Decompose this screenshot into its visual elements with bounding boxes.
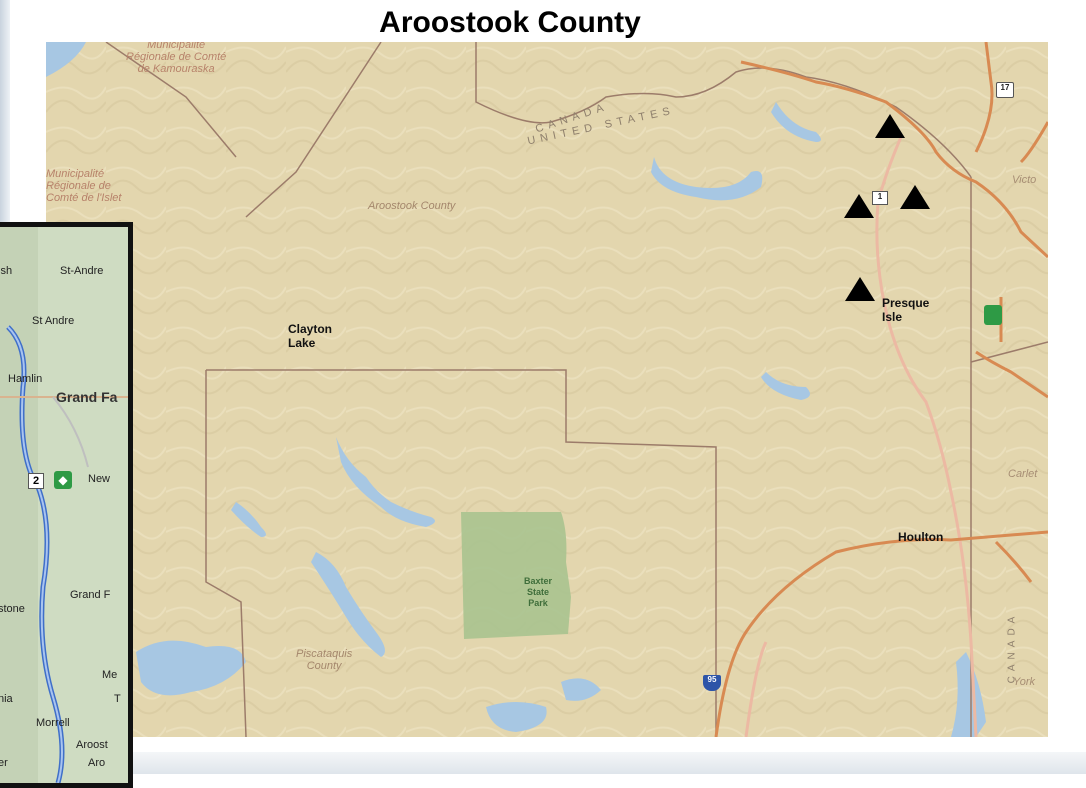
county-label-aroostook: Aroostook County <box>368 200 456 212</box>
city-label-presque-isle: Presque Isle <box>882 296 930 324</box>
slide-bottom-edge <box>0 752 1086 774</box>
inset-highway-shield: 2 <box>28 473 45 489</box>
inset-label: Aro <box>88 757 106 769</box>
inset-label: Grand F <box>70 589 111 601</box>
edge-label-carlet: Carlet <box>1008 468 1038 480</box>
inset-label: Grand Fa <box>56 389 118 405</box>
canada-highway-icon: ◆ <box>54 471 72 489</box>
county-map[interactable]: Municipalité Régionale de Comté de Kamou… <box>46 42 1048 737</box>
route-shield-95: 95 <box>703 675 721 691</box>
city-label-clayton-lake: Clayton Lake <box>288 322 333 350</box>
triangle-marker-icon[interactable] <box>845 277 875 301</box>
triangle-marker-icon[interactable] <box>900 185 930 209</box>
county-label-piscataquis: Piscataquis County <box>296 648 353 672</box>
edge-label-victo: Victo <box>1012 174 1037 186</box>
inset-label: Morrell <box>36 717 70 729</box>
major-roads <box>714 42 1048 737</box>
inset-label: Aroost <box>76 739 108 751</box>
inset-basemap <box>0 227 128 783</box>
route-shield-17: 17 <box>996 82 1014 98</box>
inset-label: T <box>114 693 121 705</box>
inset-label: New <box>88 473 111 485</box>
edge-label-york: York <box>1013 676 1036 688</box>
baxter-park-area <box>461 512 571 639</box>
city-label-houlton: Houlton <box>898 530 944 544</box>
canada-highway-icon <box>984 305 1002 325</box>
inset-label: Me <box>102 669 118 681</box>
admin-label-kamouraska: Municipalité Régionale de Comté de Kamou… <box>126 42 227 75</box>
page-title: Aroostook County <box>379 6 641 39</box>
route-shield-1: 1 <box>872 191 888 205</box>
river-water <box>46 42 86 77</box>
inset-label: St Andre <box>32 315 75 327</box>
inset-label: er <box>0 757 8 769</box>
triangle-marker-icon[interactable] <box>875 114 905 138</box>
inset-label: nia <box>0 693 13 705</box>
park-label-baxter: Baxter State Park <box>524 576 553 608</box>
map-basemap <box>46 42 1048 737</box>
inset-label: Hamlin <box>8 373 43 385</box>
inset-label: ish <box>0 265 13 277</box>
triangle-marker-icon[interactable] <box>844 194 874 218</box>
inset-label: St-Andre <box>60 265 104 277</box>
admin-label-lislet: Municipalité Régionale de Comté de l'Isl… <box>46 168 122 204</box>
inset-map[interactable]: ish St-Andre St Andre Hamlin Grand Fa Ne… <box>0 222 133 788</box>
country-label-canada-east: CANADA <box>1006 611 1018 684</box>
lakes <box>136 102 986 737</box>
inset-label: stone <box>0 603 25 615</box>
